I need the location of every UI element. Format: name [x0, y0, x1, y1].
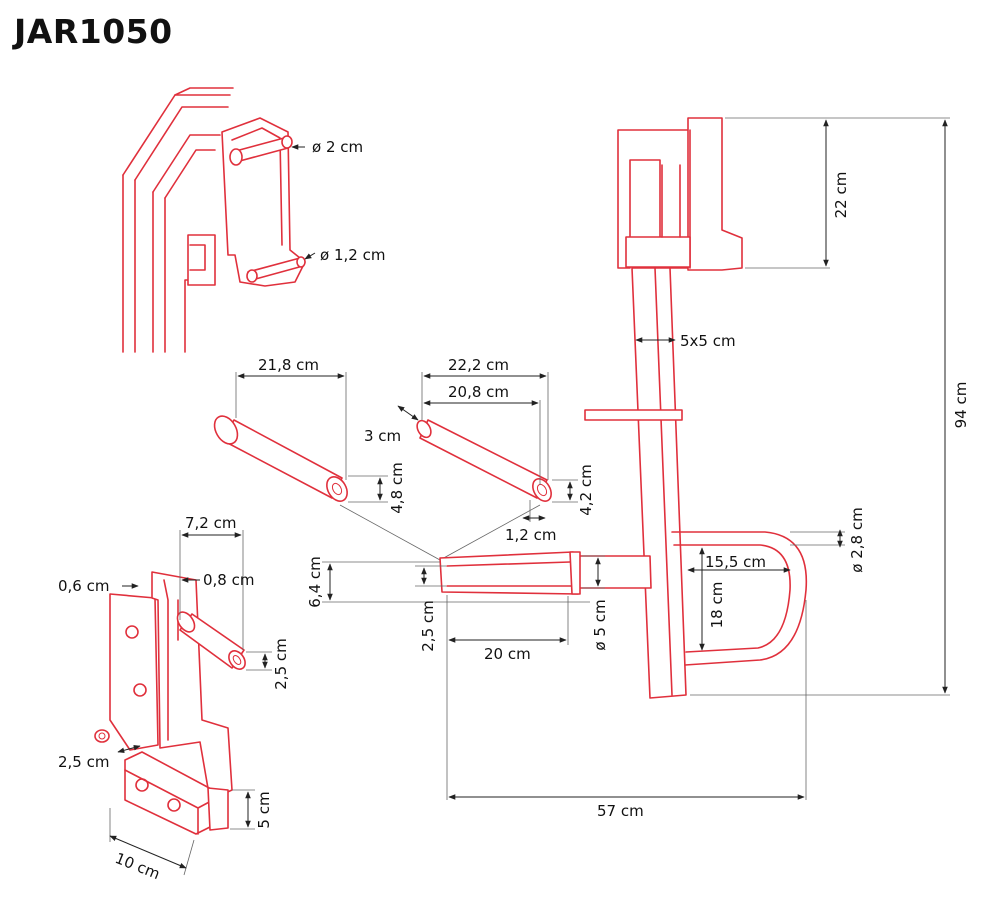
sleeve — [439, 551, 581, 595]
label-diameter-4-8cm: 4,8 cm — [388, 462, 406, 513]
label-hook-diameter-2-8cm: ø 2,8 cm — [848, 507, 866, 572]
label-hook-width-15-5cm: 15,5 cm — [705, 553, 766, 571]
main-frame — [576, 117, 808, 699]
label-length-22-2cm: 22,2 cm — [448, 356, 509, 374]
label-thickness-0-8cm: 0,8 cm — [203, 571, 254, 589]
label-length-21-8cm: 21,8 cm — [258, 356, 319, 374]
label-pin-diameter-2cm: ø 2 cm — [312, 138, 363, 156]
label-diameter-5cm: ø 5 cm — [591, 599, 609, 650]
short-pin — [416, 419, 552, 502]
label-length-20cm: 20 cm — [484, 645, 531, 663]
label-tube-5x5cm: 5x5 cm — [680, 332, 736, 350]
long-pin — [213, 415, 348, 502]
product-code-title: JAR1050 — [14, 12, 173, 51]
label-height-94cm: 94 cm — [952, 382, 970, 429]
label-width-10cm: 10 cm — [113, 849, 163, 883]
label-height-5cm: 5 cm — [255, 791, 273, 828]
label-width-57cm: 57 cm — [597, 802, 644, 820]
label-wall-2-5cm: 2,5 cm — [419, 600, 437, 651]
label-diameter-4-2cm: 4,2 cm — [577, 464, 595, 515]
label-length-20-8cm: 20,8 cm — [448, 383, 509, 401]
label-pin-diameter-1-2cm: ø 1,2 cm — [320, 246, 385, 264]
frame-corner-detail — [122, 87, 306, 353]
label-wall-1-2cm: 1,2 cm — [505, 526, 556, 544]
label-diameter-6-4cm: 6,4 cm — [306, 556, 324, 607]
label-hook-height-18cm: 18 cm — [708, 582, 726, 629]
label-diameter-2-5cm: 2,5 cm — [272, 638, 290, 689]
label-diameter-3cm: 3 cm — [364, 427, 401, 445]
label-offset-2-5cm: 2,5 cm — [58, 753, 109, 771]
mount-bracket — [94, 571, 246, 835]
label-width-7-2cm: 7,2 cm — [185, 514, 236, 532]
label-height-22cm: 22 cm — [832, 172, 850, 219]
label-thickness-0-6cm: 0,6 cm — [58, 577, 109, 595]
